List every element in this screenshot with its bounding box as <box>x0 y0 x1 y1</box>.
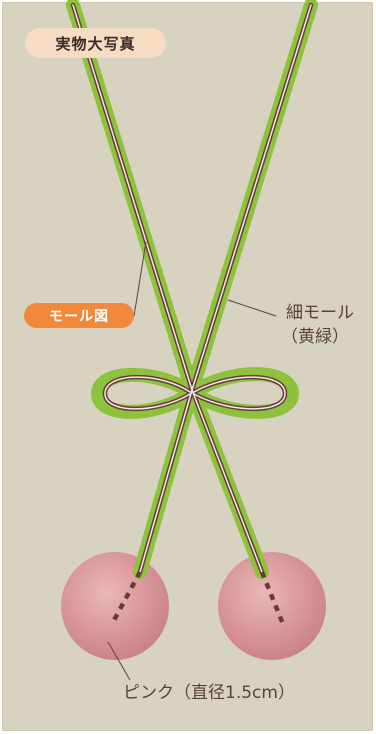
leader-lines <box>107 241 277 681</box>
wire-highlight <box>72 4 312 573</box>
wire-color-label: （黄緑） <box>281 327 349 347</box>
wire-name-label: 細モール <box>286 303 354 323</box>
left-pompom <box>61 552 169 660</box>
wire-core <box>70 2 314 575</box>
pompom-label: ピンク（直径1.5cm） <box>123 683 295 703</box>
right-pompom <box>218 552 326 660</box>
wire-inside-pompom <box>110 570 286 626</box>
wire-diagram-badge: モール図 <box>24 303 134 328</box>
actual-size-photo-badge: 実物大写真 <box>25 28 166 58</box>
green-wire <box>66 0 318 579</box>
